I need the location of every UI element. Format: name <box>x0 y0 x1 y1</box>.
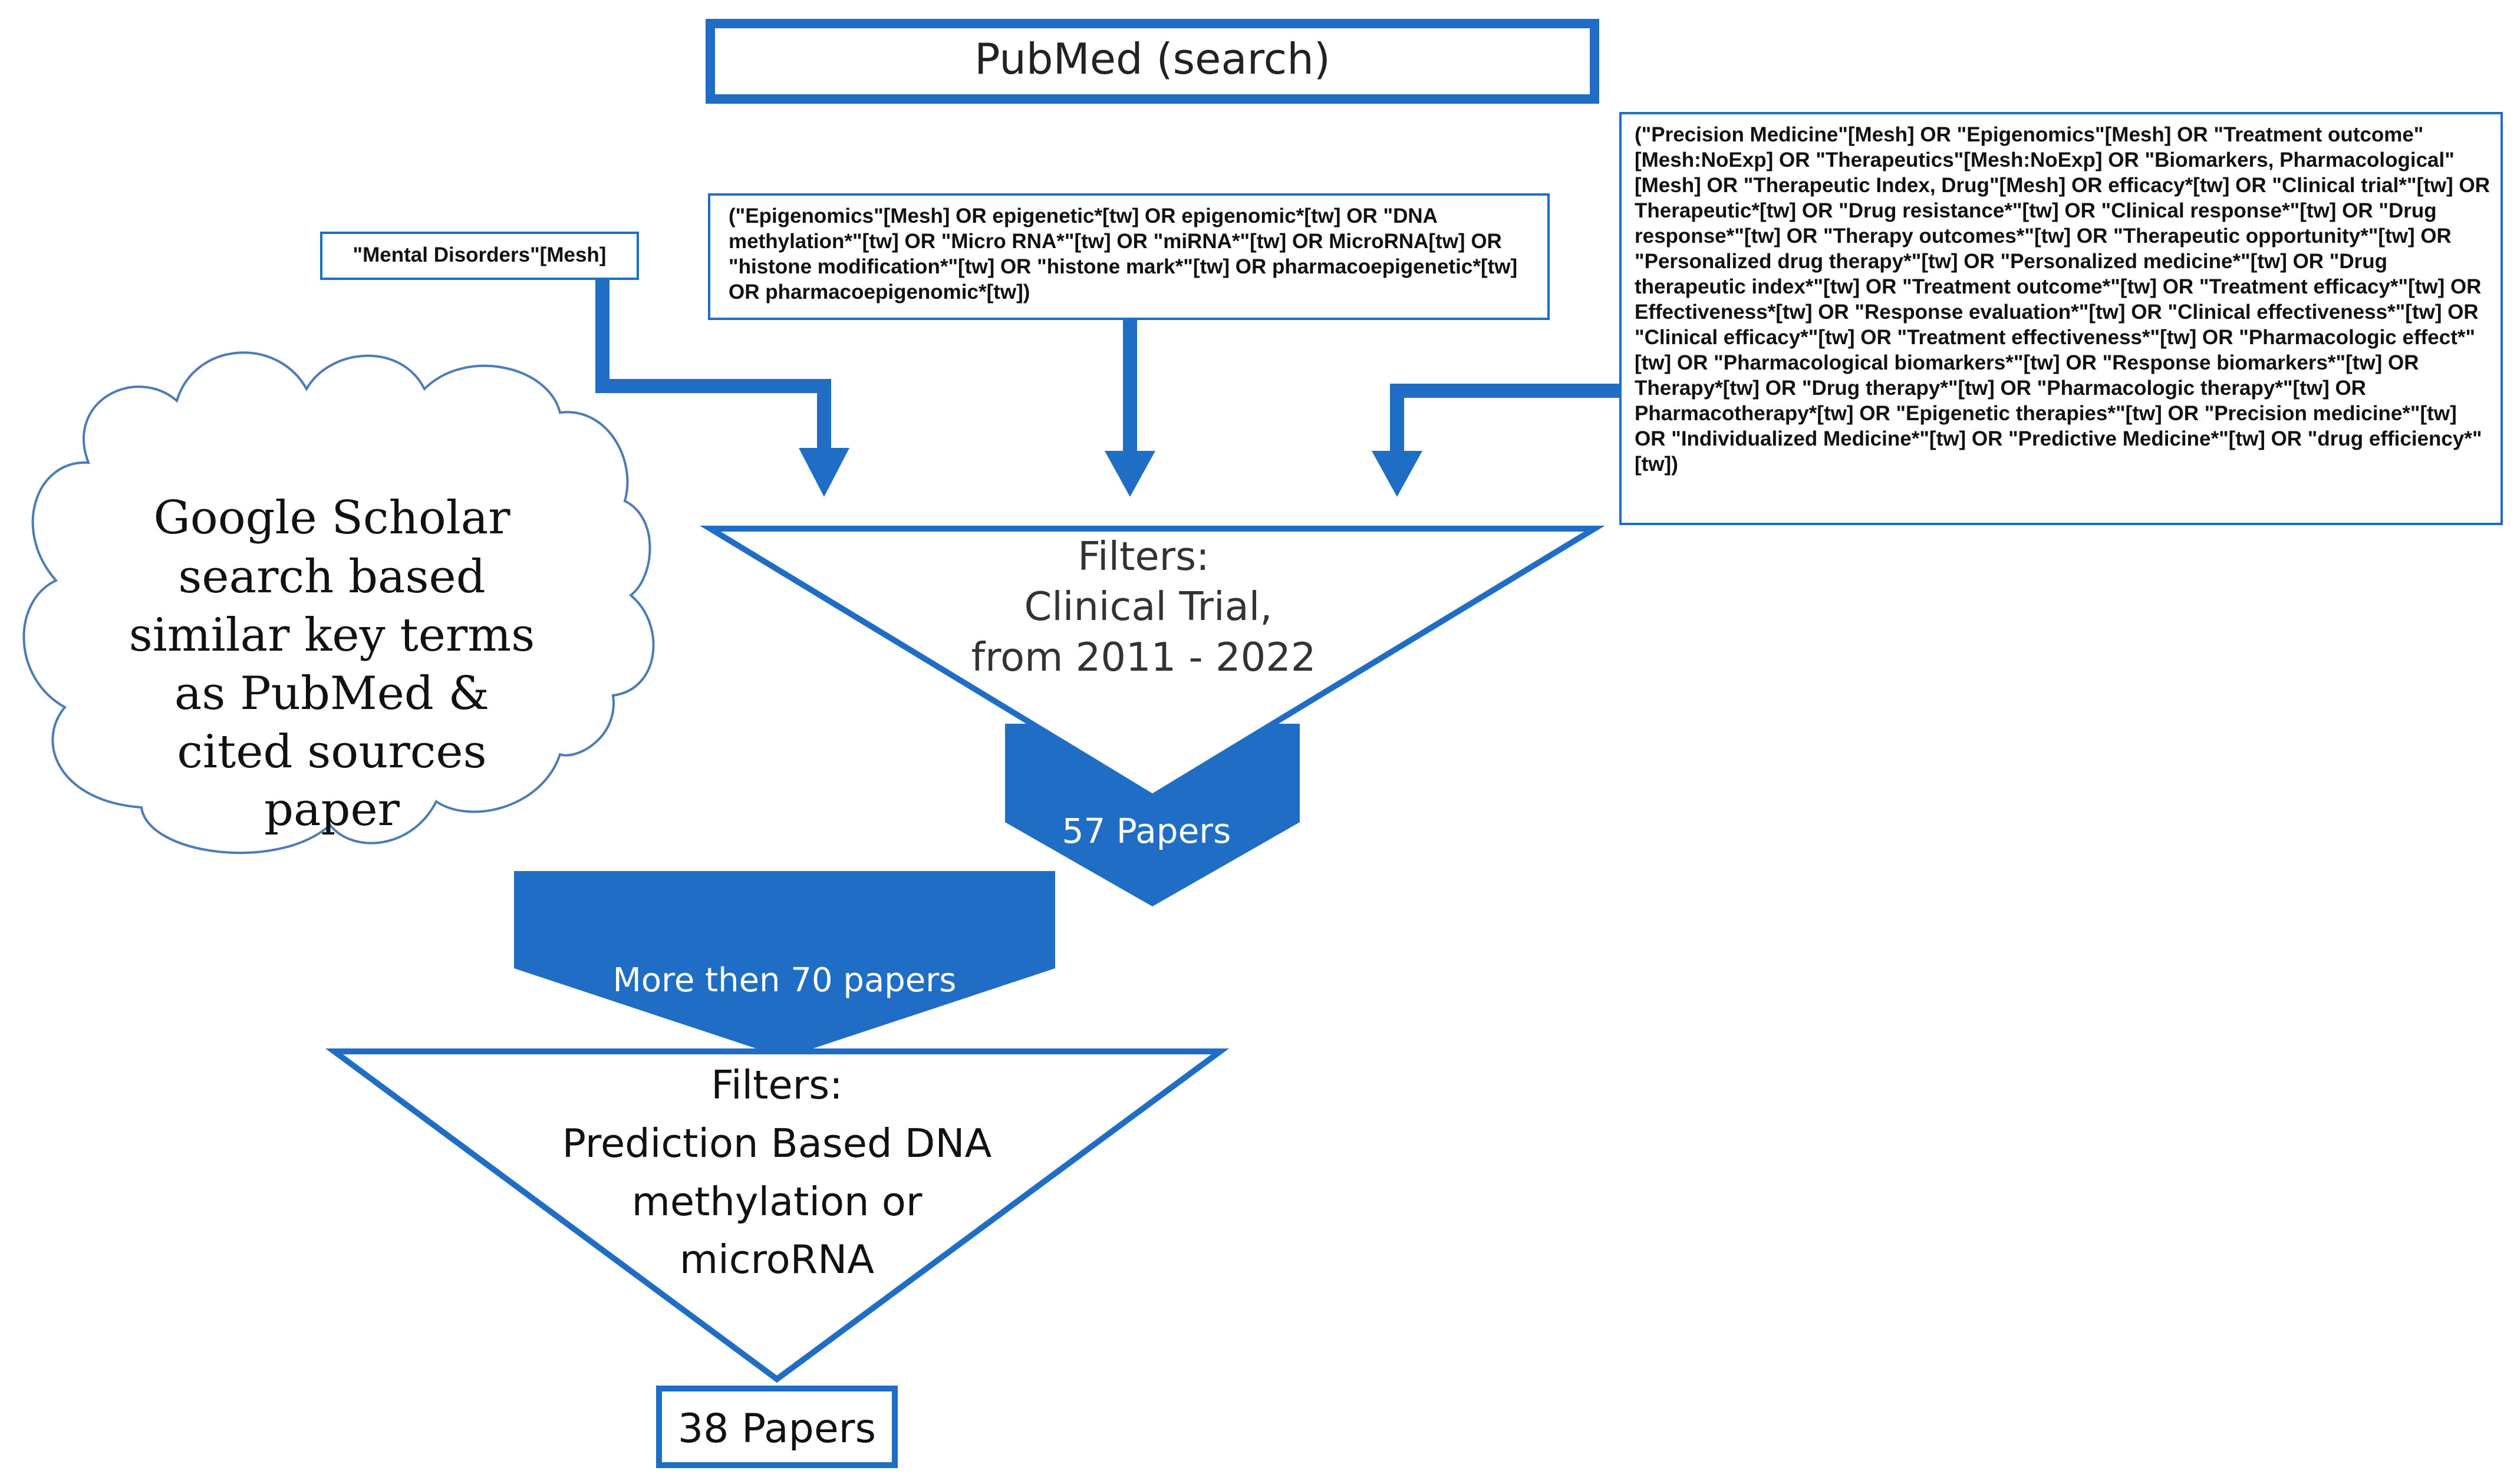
filter1-label-line3: from 2011 - 2022 <box>971 634 1316 680</box>
result-57-label: 57 Papers <box>1062 811 1231 851</box>
filter2-label-line4: microRNA <box>680 1236 874 1282</box>
scholar-line6: paper <box>264 783 400 836</box>
epigenomics-arrow <box>1105 319 1155 497</box>
filter2-label-line3: methylation or <box>632 1179 923 1225</box>
scholar-line4: as PubMed & <box>174 667 489 720</box>
mental-disorders-query-box <box>320 232 639 280</box>
scholar-line1: Google Scholar <box>153 492 510 545</box>
treatment-outcome-arrow <box>1372 384 1620 497</box>
combined-70-chevron <box>514 871 1055 1058</box>
filter-prediction-triangle <box>325 1048 1230 1383</box>
final-result-box <box>656 1386 898 1468</box>
mental-disorders-arrow <box>595 279 849 497</box>
filter2-label-line2: Prediction Based DNA <box>562 1120 992 1166</box>
scholar-line5: cited sources <box>177 725 486 779</box>
treatment-outcome-query-box <box>1619 112 2503 525</box>
filter1-label-line2: Clinical Trial, <box>1024 583 1272 629</box>
filter2-label-line1: Filters: <box>711 1062 842 1108</box>
result-57-chevron <box>1005 724 1300 906</box>
filter-clinical-trial-triangle <box>700 526 1605 800</box>
scholar-line3: similar key terms <box>129 609 535 662</box>
pubmed-search-title: PubMed (search) <box>974 34 1330 84</box>
filter1-label-line1: Filters: <box>1078 533 1209 579</box>
combined-70-label: More then 70 papers <box>613 961 957 1000</box>
google-scholar-cloud: Google Scholar search based similar key … <box>22 351 655 854</box>
pubmed-search-box: PubMed (search) <box>706 19 1599 104</box>
epigenomics-query-text: ("Epigenomics"[Mesh] OR epigenetic*[tw] … <box>729 205 1518 304</box>
mental-disorders-query-text: "Mental Disorders"[Mesh] <box>352 243 607 266</box>
epigenomics-query-box <box>708 193 1550 320</box>
scholar-line2: search based <box>178 550 485 604</box>
treatment-outcome-query-text: ("Precision Medicine"[Mesh] OR "Epigenom… <box>1635 123 2490 476</box>
final-result-label: 38 Papers <box>678 1406 876 1452</box>
